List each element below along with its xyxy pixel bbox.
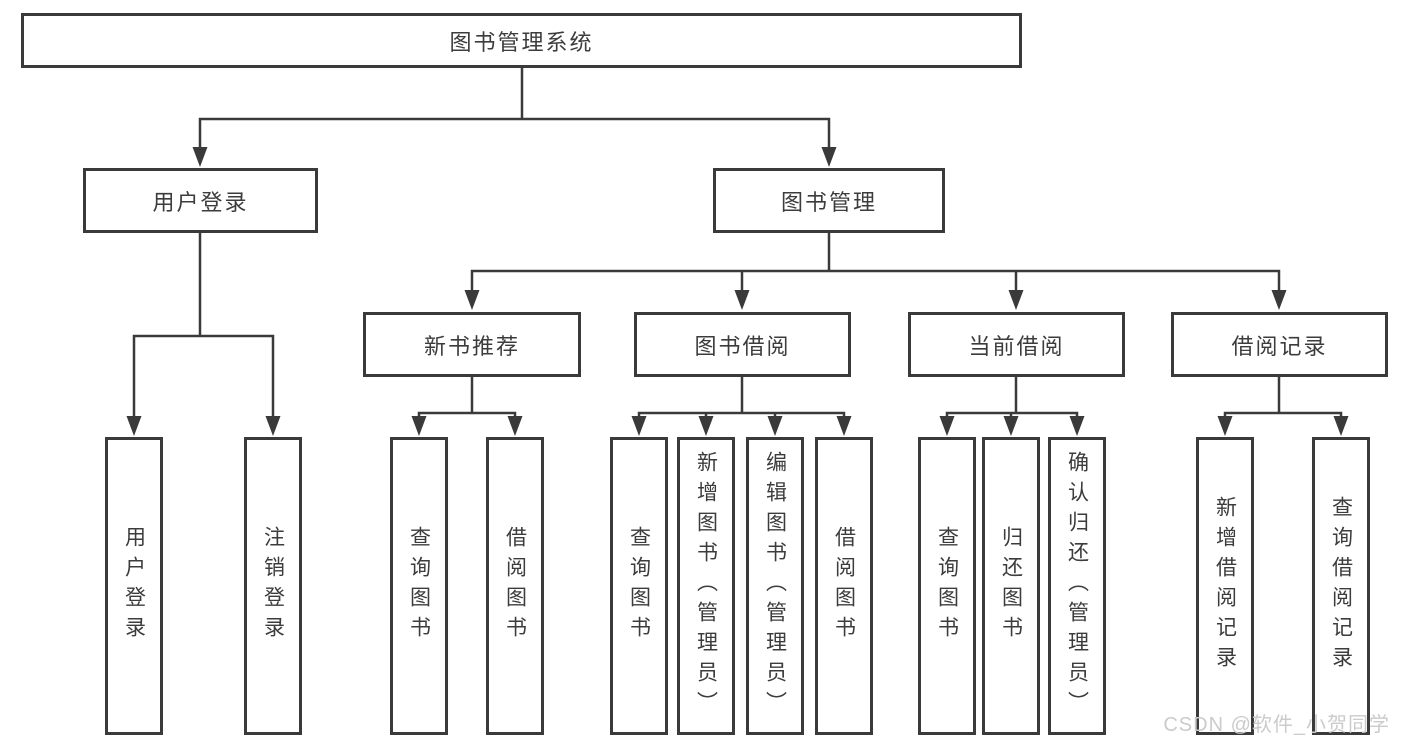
leaf-return-book: 归还图书 <box>982 437 1040 735</box>
node-root: 图书管理系统 <box>21 13 1022 68</box>
node-label: 借阅图书 <box>832 526 856 646</box>
node-label: 新增图书（管理员） <box>694 451 718 721</box>
leaf-query-book-recommend: 查询图书 <box>390 437 448 735</box>
node-label: 查询图书 <box>407 526 431 646</box>
node-current-borrow: 当前借阅 <box>908 312 1125 377</box>
leaf-borrow-book: 借阅图书 <box>815 437 873 735</box>
leaf-user-login: 用户登录 <box>105 437 163 735</box>
node-label: 查询图书 <box>627 526 651 646</box>
node-user-login: 用户登录 <box>83 168 318 233</box>
leaf-query-borrow-record: 查询借阅记录 <box>1312 437 1370 735</box>
leaf-logout: 注销登录 <box>244 437 302 735</box>
node-book-borrow: 图书借阅 <box>634 312 851 377</box>
node-book-management: 图书管理 <box>713 168 945 233</box>
watermark-text: CSDN @软件_小贺同学 <box>1163 714 1390 736</box>
node-label: 归还图书 <box>999 526 1023 646</box>
leaf-query-book-current: 查询图书 <box>918 437 976 735</box>
node-label: 查询图书 <box>935 526 959 646</box>
node-label: 新增借阅记录 <box>1213 496 1237 676</box>
leaf-edit-book-admin: 编辑图书（管理员） <box>746 437 804 735</box>
node-label: 用户登录 <box>122 526 146 646</box>
node-borrow-record: 借阅记录 <box>1171 312 1388 377</box>
leaf-confirm-return-admin: 确认归还（管理员） <box>1048 437 1106 735</box>
leaf-borrow-book-recommend: 借阅图书 <box>486 437 544 735</box>
leaf-add-borrow-record: 新增借阅记录 <box>1196 437 1254 735</box>
node-label: 查询借阅记录 <box>1329 496 1353 676</box>
node-label: 借阅图书 <box>503 526 527 646</box>
node-label: 编辑图书（管理员） <box>763 451 787 721</box>
leaf-add-book-admin: 新增图书（管理员） <box>677 437 735 735</box>
node-label: 注销登录 <box>261 526 285 646</box>
node-label: 确认归还（管理员） <box>1065 451 1089 721</box>
leaf-query-book-borrow: 查询图书 <box>610 437 668 735</box>
node-new-book-recommend: 新书推荐 <box>363 312 581 377</box>
